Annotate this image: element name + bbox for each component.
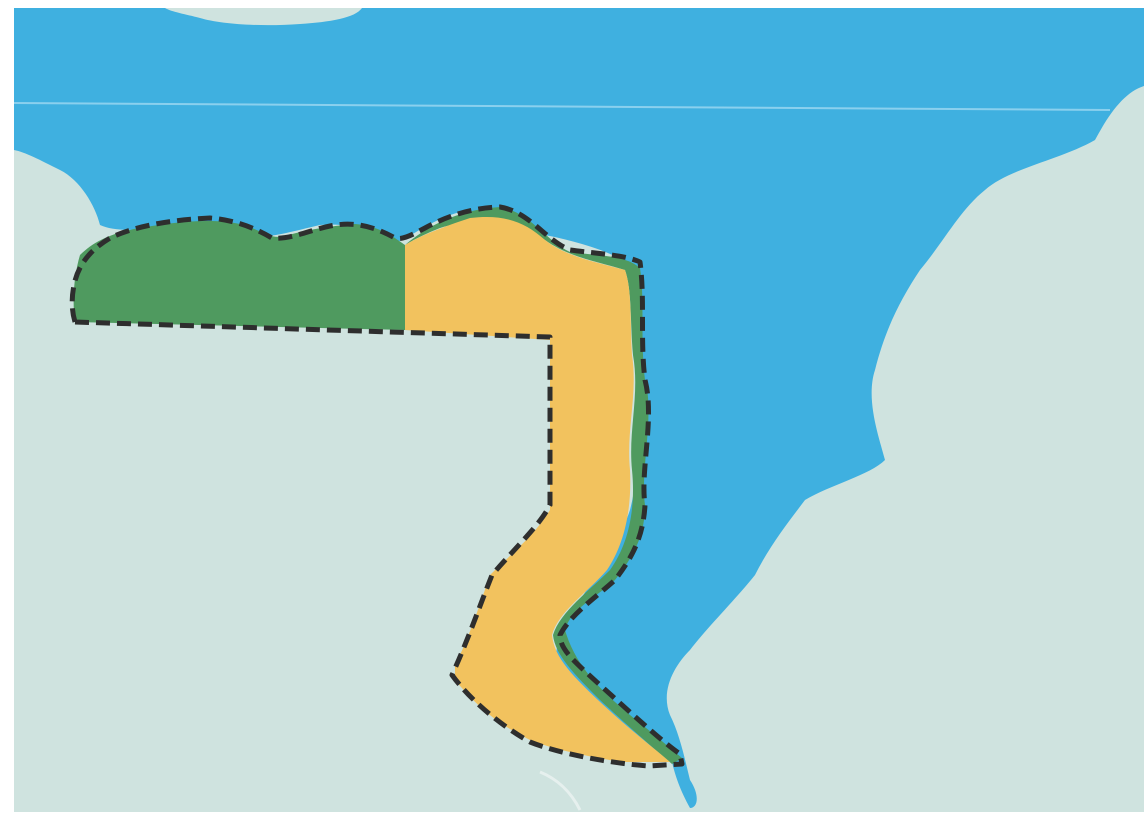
study-area-boundary[interactable] bbox=[69, 204, 685, 769]
land-patch-top bbox=[165, 8, 362, 26]
water-body bbox=[14, 8, 1144, 808]
orange-zone[interactable] bbox=[405, 216, 670, 762]
water-line bbox=[13, 102, 1111, 111]
trail-line bbox=[539, 770, 582, 811]
green-zone[interactable] bbox=[73, 221, 405, 330]
